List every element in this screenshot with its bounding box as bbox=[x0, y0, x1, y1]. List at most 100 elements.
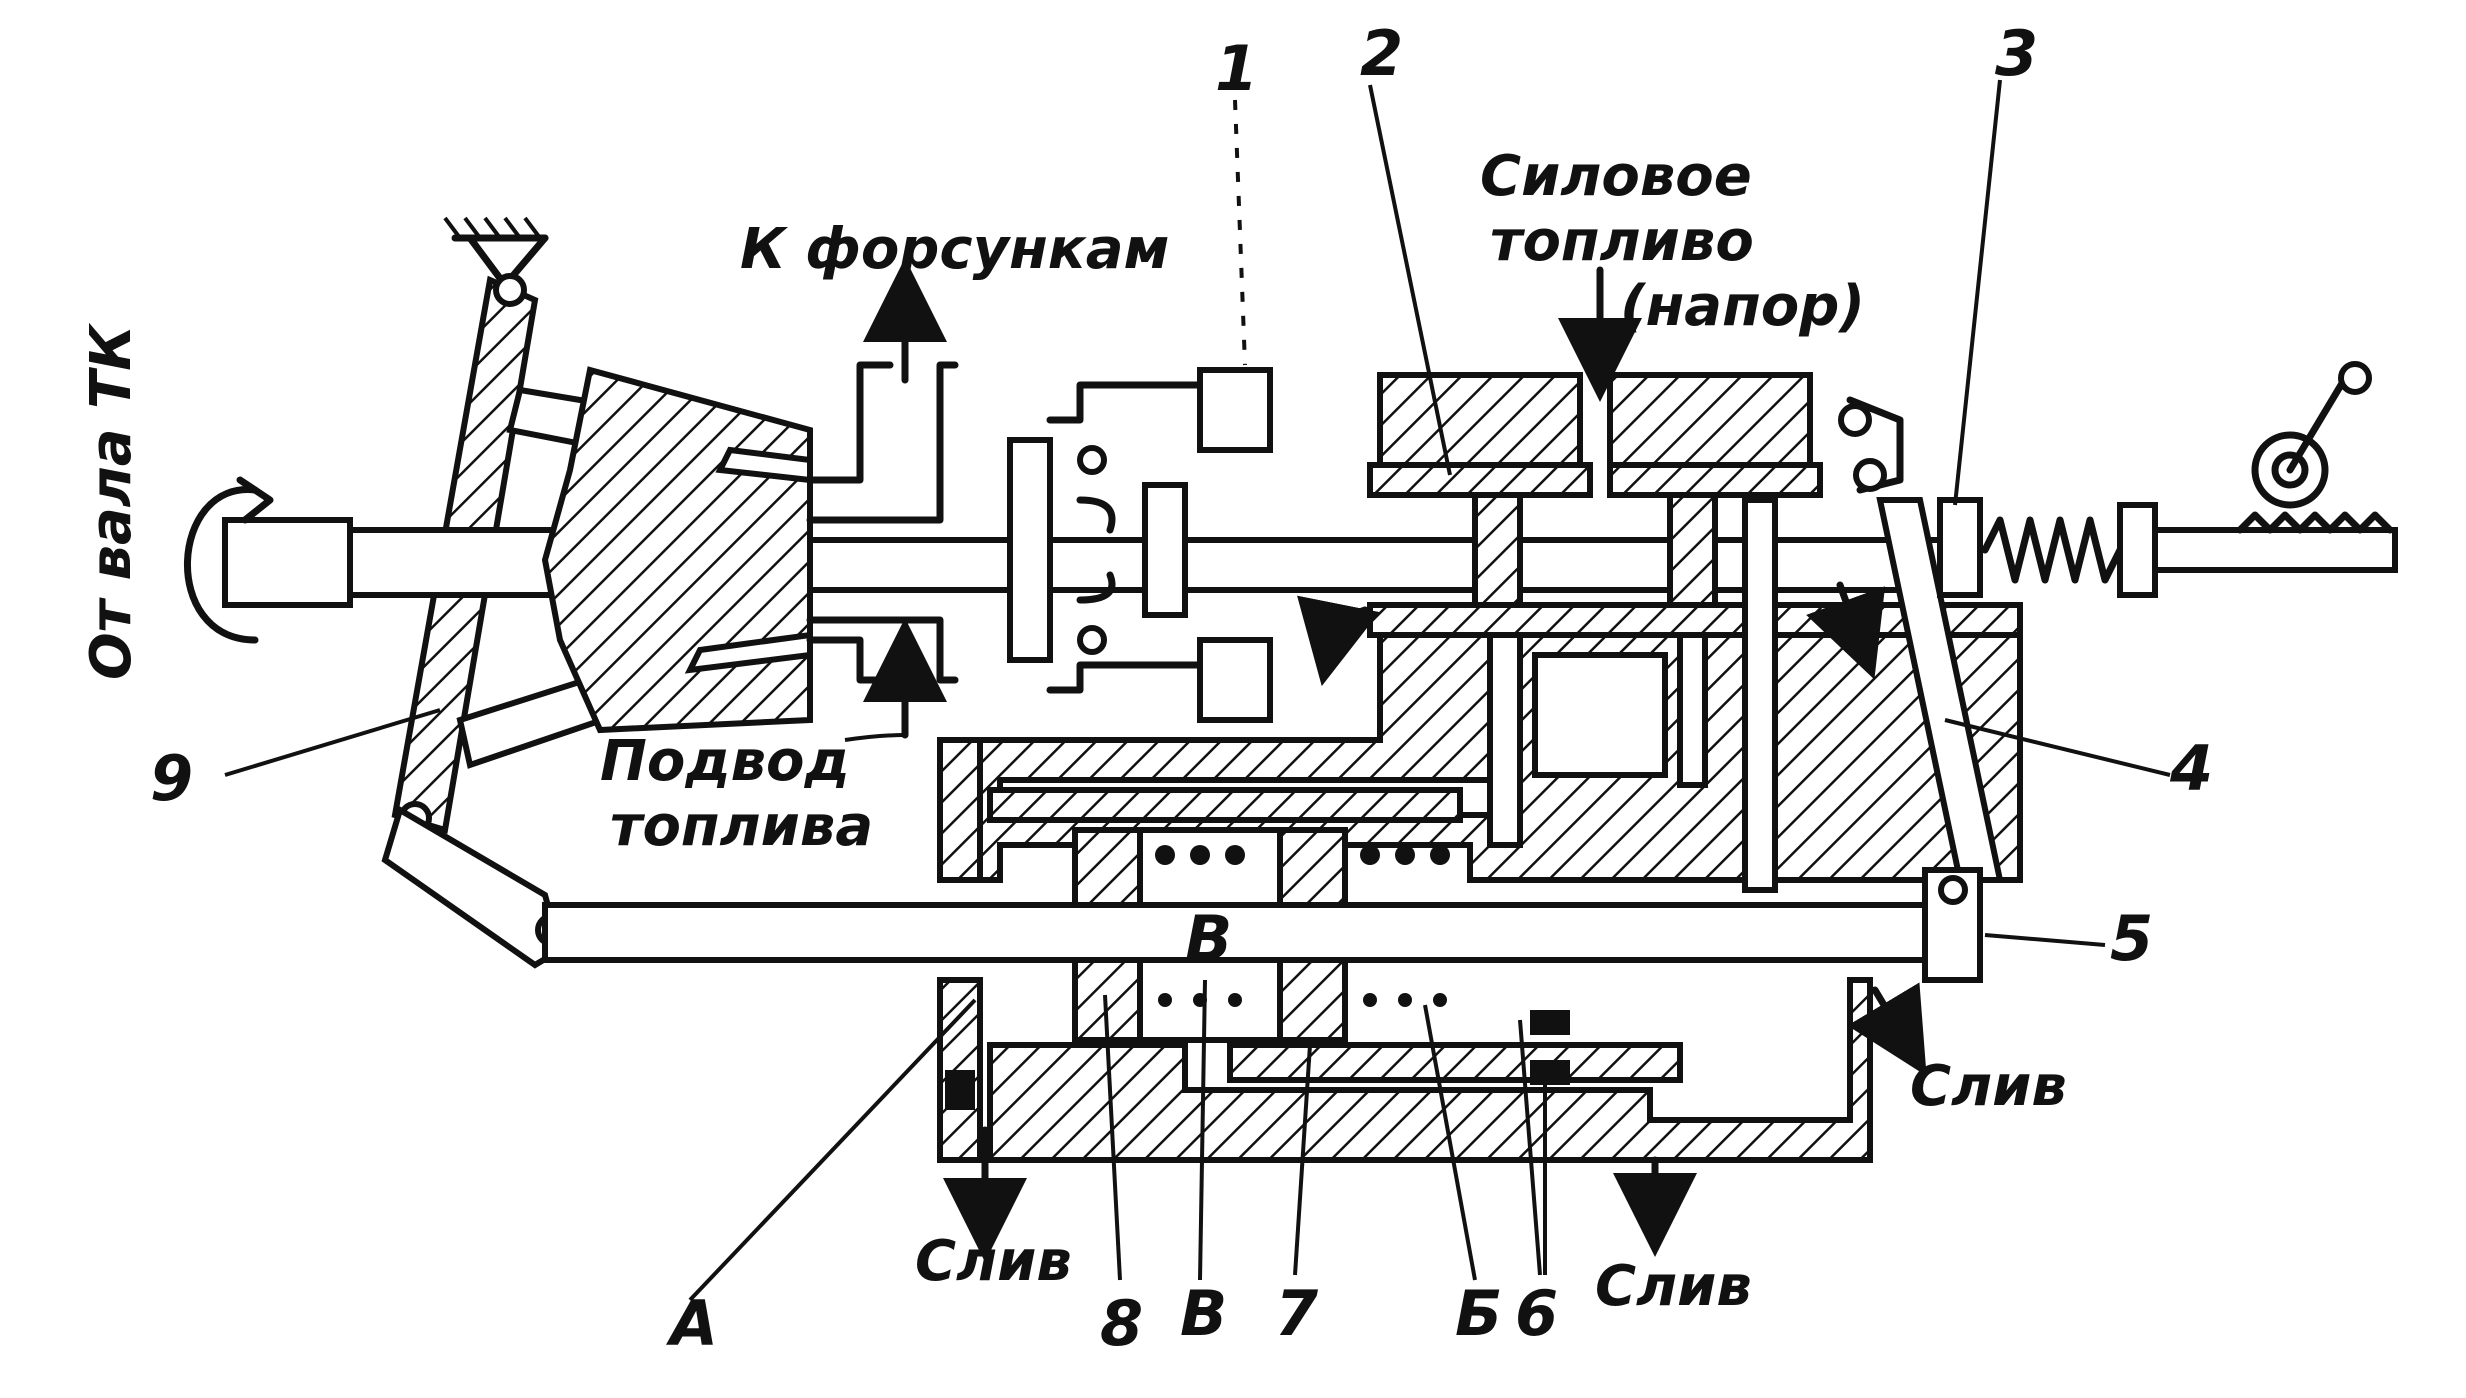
bottom-sleeve bbox=[1227, 1042, 1683, 1083]
flow-arrow-right bbox=[1806, 581, 1886, 680]
vertical-channel-2 bbox=[1677, 632, 1708, 788]
part-letter-B: Б bbox=[1455, 1277, 1502, 1350]
upper-hook bbox=[1076, 496, 1116, 534]
servo-cover-right bbox=[1607, 372, 1813, 473]
vertical-channel-3 bbox=[1742, 497, 1778, 893]
leader-V bbox=[1198, 979, 1207, 1281]
pinion-hub bbox=[2271, 451, 2309, 489]
upper-bracket bbox=[1046, 381, 1204, 424]
pinion-lever-pivot bbox=[2338, 361, 2372, 395]
leader-A bbox=[688, 998, 977, 1302]
part-number-2: 2 bbox=[1360, 17, 1403, 90]
supply-leader bbox=[844, 733, 906, 742]
main-rod bbox=[542, 902, 1948, 963]
label-fuel-supply-1: Подвод bbox=[600, 729, 850, 794]
supply-port-left bbox=[806, 636, 894, 684]
part-number-4: 4 bbox=[2169, 732, 2213, 805]
label-fuel-supply-2: топлива bbox=[610, 794, 873, 859]
servo-cover-left bbox=[1377, 372, 1583, 473]
seal-6-lower bbox=[1530, 1060, 1570, 1085]
link-rod bbox=[381, 805, 564, 969]
part-letter-V-bottom: В bbox=[1180, 1277, 1227, 1350]
drain-arrow-right bbox=[1847, 982, 1927, 1077]
spool-flange bbox=[1142, 482, 1188, 618]
label-drain-left: Слив bbox=[915, 1229, 1072, 1294]
lever-top-pivot bbox=[493, 273, 527, 307]
inner-cavity bbox=[1532, 652, 1668, 778]
drive-coupling bbox=[222, 517, 353, 608]
leader-5 bbox=[1984, 933, 2106, 947]
rotation-arc bbox=[183, 486, 259, 644]
leader-8 bbox=[1103, 994, 1122, 1281]
leader-2 bbox=[1368, 84, 1452, 476]
leader-9 bbox=[224, 708, 441, 777]
supply-port-right bbox=[806, 616, 959, 684]
leader-lines bbox=[224, 79, 2171, 1302]
label-drain-right: Слив bbox=[1910, 1054, 2067, 1119]
upper-hinge bbox=[1077, 445, 1107, 475]
fork-pivot bbox=[1938, 875, 1968, 905]
leader-3 bbox=[1953, 79, 2002, 506]
part-number-1: 1 bbox=[1215, 32, 1258, 105]
part-number-8: 8 bbox=[1100, 1287, 1143, 1360]
part-number-9: 9 bbox=[150, 742, 193, 815]
leader-6b bbox=[1518, 1019, 1542, 1276]
sleeve-upper-right bbox=[1607, 462, 1823, 498]
rack-teeth bbox=[2236, 511, 2394, 534]
part-number-5: 5 bbox=[2110, 902, 2153, 975]
lower-bracket bbox=[1046, 661, 1204, 694]
pinion-lever bbox=[2286, 366, 2354, 474]
spool-collar bbox=[1007, 437, 1053, 663]
spring-stop bbox=[2117, 502, 2158, 598]
power-cylinder bbox=[542, 737, 1983, 1163]
leader-B bbox=[1423, 1004, 1477, 1281]
drain-arrows bbox=[943, 581, 1927, 1262]
valve-land-1 bbox=[1472, 492, 1523, 608]
servo-block bbox=[937, 266, 2398, 893]
label-to-injectors: К форсункам bbox=[740, 217, 1169, 282]
flow-arrow-left bbox=[1297, 595, 1380, 687]
part-letter-A: А bbox=[665, 1287, 718, 1360]
text-labels: От вала ТК К форсункам Подвод топлива Си… bbox=[79, 17, 2213, 1360]
part-1-block-lower bbox=[1197, 637, 1273, 723]
injector-port-left bbox=[806, 361, 894, 484]
spring-3 bbox=[1981, 516, 2124, 584]
part-letter-V-chamber: В bbox=[1185, 902, 1232, 975]
rotation-arrowhead bbox=[236, 476, 274, 524]
cylinder-base bbox=[987, 977, 1873, 1163]
cylinder-top-plate bbox=[987, 787, 1463, 823]
pinion-gear bbox=[2251, 431, 2329, 509]
label-power-fuel-3: (напор) bbox=[1620, 274, 1865, 339]
injector-port-right bbox=[806, 361, 959, 524]
leader-7 bbox=[1293, 1044, 1312, 1276]
cylinder-left-wall bbox=[937, 737, 983, 883]
control-rack bbox=[2152, 527, 2398, 573]
label-power-fuel-2: топливо bbox=[1490, 209, 1754, 274]
valve-land-2 bbox=[1667, 492, 1718, 608]
lever-4 bbox=[1876, 497, 2004, 883]
ball-row-upper bbox=[1155, 845, 1450, 865]
ground-hatch bbox=[443, 216, 542, 240]
part-number-3: 3 bbox=[1995, 17, 2038, 90]
flyweight-governor bbox=[183, 216, 813, 969]
label-from-tk-shaft: От вала ТК bbox=[79, 322, 144, 680]
vertical-channel-1 bbox=[1487, 632, 1523, 848]
label-power-fuel-1: Силовое bbox=[1480, 144, 1752, 209]
sleeve-upper-left bbox=[1367, 462, 1593, 498]
left-seal bbox=[945, 1070, 975, 1110]
conical-rotor bbox=[541, 366, 813, 734]
part-number-6: 6 bbox=[1515, 1277, 1558, 1350]
leader-1 bbox=[1233, 99, 1247, 366]
part-1-block-upper bbox=[1197, 367, 1273, 453]
ports bbox=[806, 258, 959, 742]
lower-weight-slot bbox=[684, 631, 813, 674]
lever-4-mid-pivot bbox=[1853, 458, 1887, 492]
seal-6-upper bbox=[1530, 1010, 1570, 1035]
part-number-7: 7 bbox=[1275, 1277, 1319, 1350]
leader-4 bbox=[1944, 718, 2171, 777]
lower-hook bbox=[1076, 571, 1116, 604]
label-drain-center: Слив bbox=[1595, 1254, 1752, 1319]
spring-seat-3 bbox=[1937, 497, 1983, 598]
lever-4-top-pivot bbox=[1838, 403, 1872, 437]
